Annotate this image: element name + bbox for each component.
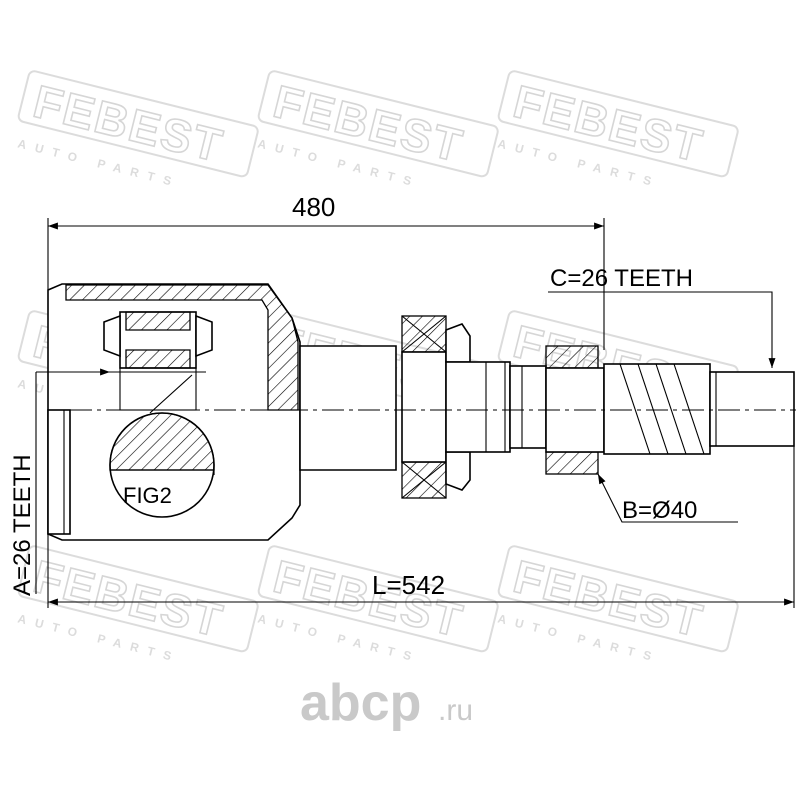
dimension-a-label: A=26 TEETH — [9, 454, 36, 596]
abcp-watermark: abcp .ru — [300, 674, 473, 732]
dimension-b-diameter: B=Ø40 — [597, 473, 738, 524]
dimension-b-label: B=Ø40 — [622, 497, 697, 524]
shaft-collar — [509, 365, 547, 449]
dimension-l-total: L=542 — [47, 446, 795, 608]
dimension-480: 480 — [47, 192, 605, 350]
abcp-logo-suffix: .ru — [438, 694, 473, 727]
dimension-a-teeth: A=26 TEETH — [9, 368, 110, 596]
shaft-end — [709, 371, 795, 447]
housing-neck — [299, 345, 397, 471]
part-outline: FIG2 — [47, 283, 796, 541]
seal-lower — [445, 451, 471, 491]
shaft-middle — [445, 361, 511, 453]
seal-upper — [445, 323, 471, 363]
fig2-detail-callout: FIG2 — [109, 374, 215, 518]
spline-section — [603, 363, 711, 455]
dimension-c-teeth: C=26 TEETH — [548, 265, 776, 368]
housing-groove — [47, 409, 71, 535]
collar-ring-lower — [545, 451, 599, 475]
collar-ring-upper — [545, 345, 599, 369]
housing-rim-section — [65, 284, 299, 411]
dimension-l-label: L=542 — [372, 570, 445, 600]
fig2-label: FIG2 — [123, 483, 172, 508]
dimension-480-label: 480 — [292, 192, 335, 222]
dimension-c-label: C=26 TEETH — [550, 265, 693, 292]
abcp-logo-text: abcp — [300, 674, 421, 732]
